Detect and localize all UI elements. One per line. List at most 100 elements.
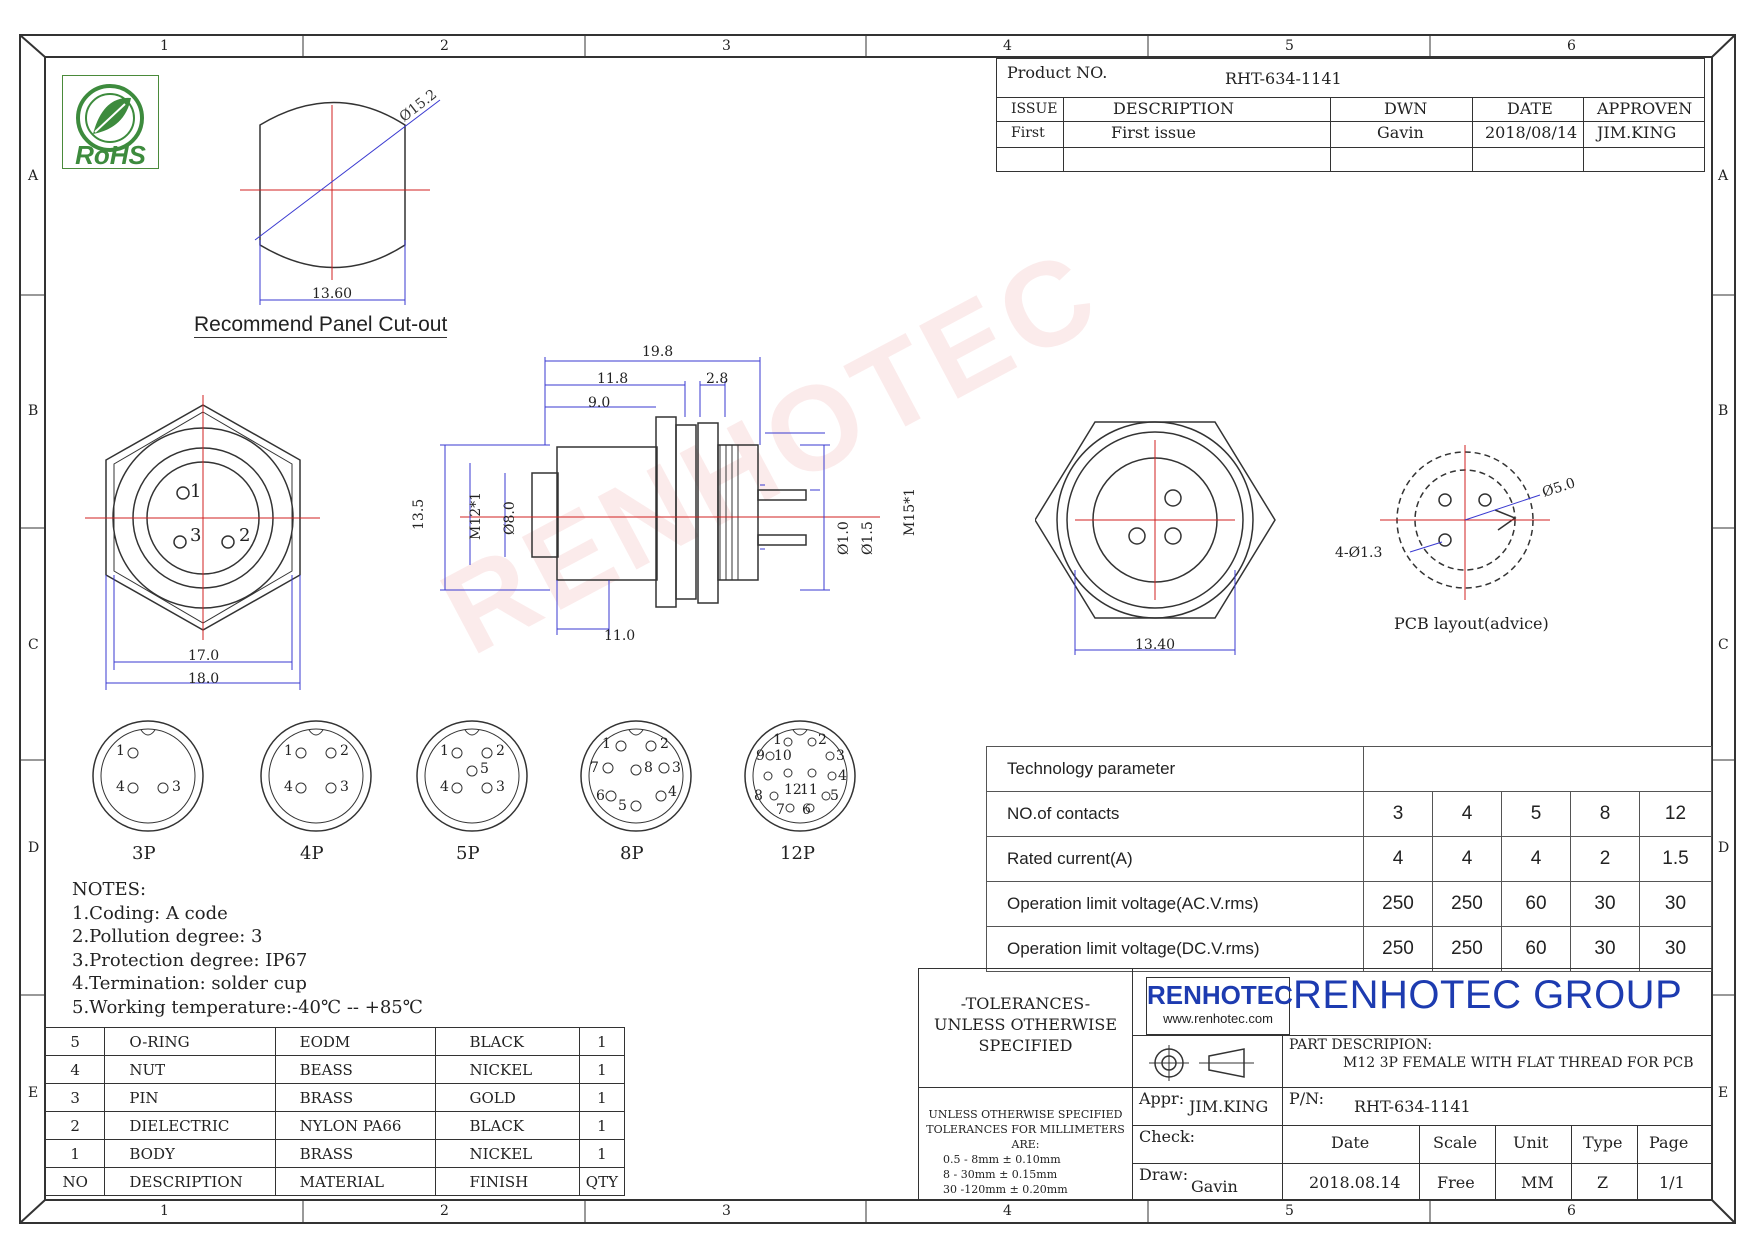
pin-5p-3: 3 xyxy=(496,779,505,795)
projection-symbol-icon xyxy=(1149,1045,1254,1081)
col-label-3-bottom: 3 xyxy=(722,1203,731,1219)
table-row: NO.of contacts 3 4 5 8 12 xyxy=(986,791,1712,837)
tech-cell: 250 xyxy=(1432,926,1502,972)
pin-5p-5: 5 xyxy=(480,761,489,777)
table-row: Operation limit voltage(DC.V.rms) 250 25… xyxy=(986,926,1712,972)
pin-8p-8: 8 xyxy=(644,760,653,776)
side-dim-135: 13.5 xyxy=(411,498,427,530)
pin-4p-2: 2 xyxy=(340,743,349,759)
col-date: DATE xyxy=(1507,99,1553,118)
tech-cell: 4 xyxy=(1432,791,1502,837)
side-dim-90: 9.0 xyxy=(588,395,611,411)
dwn-value: Gavin xyxy=(1377,123,1424,142)
cutout-title: Recommend Panel Cut-out xyxy=(194,313,448,338)
pinout-4p-drawing xyxy=(260,720,372,832)
tech-cell: 12 xyxy=(1639,791,1712,837)
bom-header-no: NO xyxy=(44,1167,106,1196)
rear-dim-width: 13.40 xyxy=(1135,637,1176,653)
table-row: 2 DIELECTRIC NYLON PA66 BLACK 1 xyxy=(44,1111,626,1140)
side-dim-m15: M15*1 xyxy=(902,487,918,536)
pcb-layout-drawing xyxy=(1380,445,1550,600)
tech-row-label: Rated current(A) xyxy=(986,836,1364,882)
side-dim-10: Ø1.0 xyxy=(836,521,852,555)
bom-no: 4 xyxy=(44,1055,106,1084)
bom-description: DIELECTRIC xyxy=(104,1111,276,1140)
pin-5p-2: 2 xyxy=(496,743,505,759)
col-label-5-bottom: 5 xyxy=(1285,1203,1294,1219)
pinout-4p: 1 2 4 3 4P xyxy=(256,718,376,864)
part-desc-label: PART DESCRIPION: xyxy=(1289,1037,1433,1053)
tolerances-line-3: SPECIFIED xyxy=(978,1036,1073,1055)
col-label-3: 3 xyxy=(722,38,731,54)
bom-material: NYLON PA66 xyxy=(274,1111,436,1140)
front-dim-inner: 17.0 xyxy=(188,648,220,664)
bom-no: 5 xyxy=(44,1027,106,1056)
pinout-5p: 1 2 5 4 3 5P xyxy=(412,718,532,864)
bom-qty: 1 xyxy=(578,1083,626,1112)
description-value: First issue xyxy=(1111,123,1196,142)
pin-12p-11: 11 xyxy=(800,782,818,798)
bom-description: NUT xyxy=(104,1055,276,1084)
col-description: DESCRIPTION xyxy=(1113,99,1234,118)
row-label-c: C xyxy=(28,637,39,653)
pin-8p-2: 2 xyxy=(660,736,669,752)
col-label-2: 2 xyxy=(440,38,449,54)
col-label-6: 6 xyxy=(1567,38,1576,54)
logo-text: RENHOTEC xyxy=(1147,980,1293,1010)
pin-4p-4: 4 xyxy=(284,779,293,795)
row-label-d-right: D xyxy=(1718,840,1730,856)
pn-value: RHT-634-1141 xyxy=(1354,1097,1471,1116)
note-3: 3.Protection degree: IP67 xyxy=(72,949,308,971)
bom-description: O-RING xyxy=(104,1027,276,1056)
rohs-text: RoHS xyxy=(75,140,146,170)
unit-value: MM xyxy=(1521,1173,1554,1192)
pinout-4p-label: 4P xyxy=(300,843,324,864)
type-value: Z xyxy=(1597,1173,1609,1192)
tech-param-table: Technology parameter NO.of contacts 3 4 … xyxy=(986,746,1712,972)
tech-title-row: Technology parameter xyxy=(986,746,1712,792)
col-page-label: Page xyxy=(1649,1133,1689,1152)
side-dim-110: 11.0 xyxy=(604,628,636,644)
side-dim-28: 2.8 xyxy=(706,371,729,387)
pin-12p-10: 10 xyxy=(774,748,792,764)
tech-cell: 250 xyxy=(1363,881,1433,927)
tech-cell: 250 xyxy=(1363,926,1433,972)
pin-5p-1: 1 xyxy=(440,743,449,759)
row-label-e: E xyxy=(28,1085,39,1101)
note-2: 2.Pollution degree: 3 xyxy=(72,926,263,947)
tech-cell: 4 xyxy=(1363,836,1433,882)
tech-row-label: Operation limit voltage(AC.V.rms) xyxy=(986,881,1364,927)
pin-8p-7: 7 xyxy=(590,760,599,776)
pin-12p-3: 3 xyxy=(836,748,845,764)
company-name: RENHOTEC GROUP xyxy=(1293,973,1683,1017)
rear-view-drawing xyxy=(1035,421,1276,655)
front-pin-3: 3 xyxy=(190,525,202,546)
table-row: 5 O-RING EODM BLACK 1 xyxy=(44,1027,626,1056)
pinout-12p-drawing xyxy=(744,720,856,832)
tech-cell: 4 xyxy=(1432,836,1502,882)
table-row: 3 PIN BRASS GOLD 1 xyxy=(44,1083,626,1112)
table-row: 1 BODY BRASS NICKEL 1 xyxy=(44,1139,626,1168)
pinout-3p-label: 3P xyxy=(132,843,156,864)
rohs-logo: RoHS xyxy=(62,75,159,170)
bom-qty: 1 xyxy=(578,1111,626,1140)
pin-12p-2: 2 xyxy=(818,732,827,748)
col-dwn: DWN xyxy=(1384,99,1428,118)
pinout-3p: 1 4 3 3P xyxy=(88,718,208,864)
pin-12p-5: 5 xyxy=(830,788,839,804)
appr-value: JIM.KING xyxy=(1189,1097,1269,1116)
bom-no: 2 xyxy=(44,1111,106,1140)
pin-8p-3: 3 xyxy=(672,760,681,776)
row-label-b-right: B xyxy=(1718,403,1729,419)
pinout-5p-label: 5P xyxy=(456,843,480,864)
pin-8p-1: 1 xyxy=(602,736,611,752)
col-label-1: 1 xyxy=(160,38,169,54)
bom-no: 1 xyxy=(44,1139,106,1168)
leaf-icon xyxy=(76,84,144,152)
pn-label: P/N: xyxy=(1289,1089,1324,1108)
product-no: RHT-634-1141 xyxy=(1225,69,1342,88)
pin-8p-4: 4 xyxy=(668,784,677,800)
bom-description: BODY xyxy=(104,1139,276,1168)
side-view-drawing xyxy=(440,357,880,635)
tech-cell: 30 xyxy=(1570,926,1640,972)
